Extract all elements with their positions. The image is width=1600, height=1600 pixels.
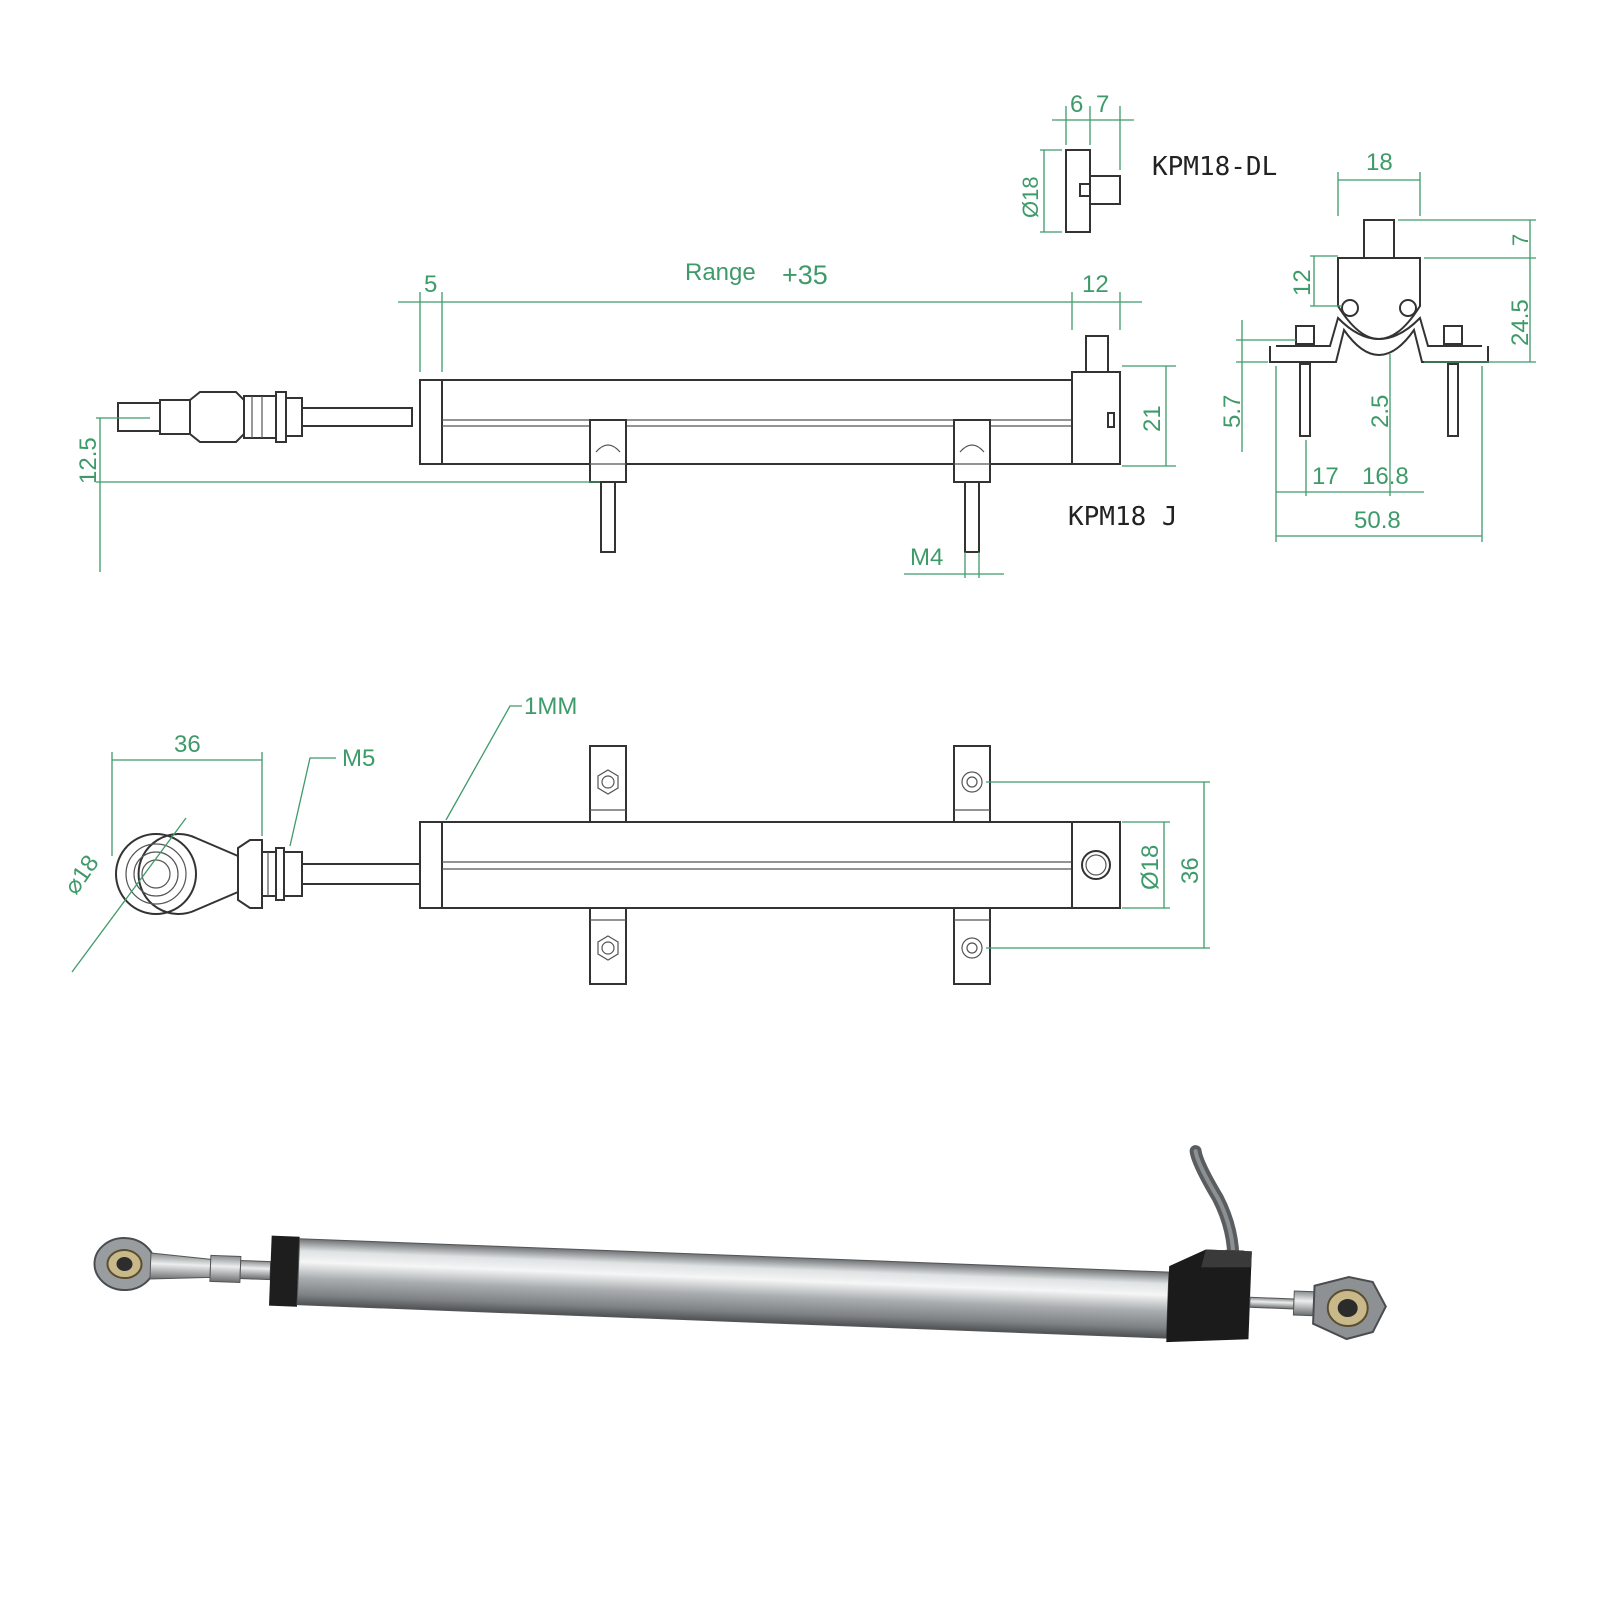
dim-1mm: 1MM [445,693,577,821]
photo-rod-end-right [1249,1276,1387,1341]
piston-rod-plan [301,863,421,885]
piston-rod [301,407,413,427]
side-view-kpm18-j: Range +35 5 12 21 12.5 M4 KPM18 J [75,259,1178,578]
clamp-bottom-left [589,907,627,985]
plan-view: 36 M5 1MM ⌀18 Ø18 36 [59,693,1210,985]
end-view-bracket: 18 7 24.5 12 5.7 2.5 17 16.8 50.8 [1219,149,1536,542]
mounting-clamp-left [589,419,627,553]
dim-36-rod-label: 36 [174,731,201,758]
dim-21-label: 21 [1139,405,1166,432]
photo-rod-end-left [93,1237,272,1292]
dim-36-rod: 36 [111,731,263,856]
dim-2-5-label: 2.5 [1367,395,1394,428]
dim-range: Range +35 5 12 [398,259,1142,372]
dim-12-5: 12.5 [75,417,600,572]
dim-36-side: 36 [986,781,1210,949]
dim-6-label: 6 [1070,91,1083,118]
dim-5-label: 5 [424,271,437,298]
dim-12-5-label: 12.5 [75,437,102,484]
photo-slider-block [1166,1249,1252,1343]
dim-m5: M5 [289,745,375,847]
detail-kpm18-dl: 6 7 Ø18 KPM18-DL [1018,91,1277,233]
model-label-kpm18-j: KPM18 J [1068,502,1178,532]
main-body-plan [419,821,1121,909]
clamp-bottom-right [953,907,991,985]
dim-1mm-label: 1MM [524,693,577,720]
dim-phi18-eye-label: ⌀18 [59,850,105,899]
dim-36-side-label: 36 [1177,857,1204,884]
dim-21: 21 [1122,365,1176,467]
dim-phi18-top: Ø18 [1122,821,1170,909]
photo-main-tube [296,1238,1170,1339]
dim-m4: M4 [904,544,1004,578]
dim-16-8-label: 16.8 [1362,463,1409,490]
rod-end-left [117,391,303,443]
model-label-kpm18-dl: KPM18-DL [1152,152,1277,182]
dim-7-end-label: 7 [1508,234,1533,246]
dim-m5-label: M5 [342,745,375,772]
mounting-clamp-right [953,419,991,553]
dim-plus35-label: +35 [782,260,828,290]
dim-18-end-label: 18 [1366,149,1393,176]
main-body [419,335,1121,465]
dim-17-label: 17 [1312,463,1339,490]
clamp-top-right [953,745,991,823]
dim-phi18-dl-label: Ø18 [1018,176,1043,218]
dim-12-end-label: 12 [1289,269,1316,296]
product-photo [93,1145,1387,1343]
clamp-top-left [589,745,627,823]
dim-5-7-label: 5.7 [1219,395,1246,428]
dim-12-top-label: 12 [1082,271,1109,298]
dim-m4-label: M4 [910,544,943,571]
eye-rod-end [115,833,303,915]
dim-7-top-label: 7 [1096,91,1109,118]
dim-24-5-label: 24.5 [1507,299,1534,346]
dim-phi18-top-label: Ø18 [1137,845,1164,890]
dim-50-8-label: 50.8 [1354,507,1401,534]
dim-range-label: Range [685,259,756,286]
